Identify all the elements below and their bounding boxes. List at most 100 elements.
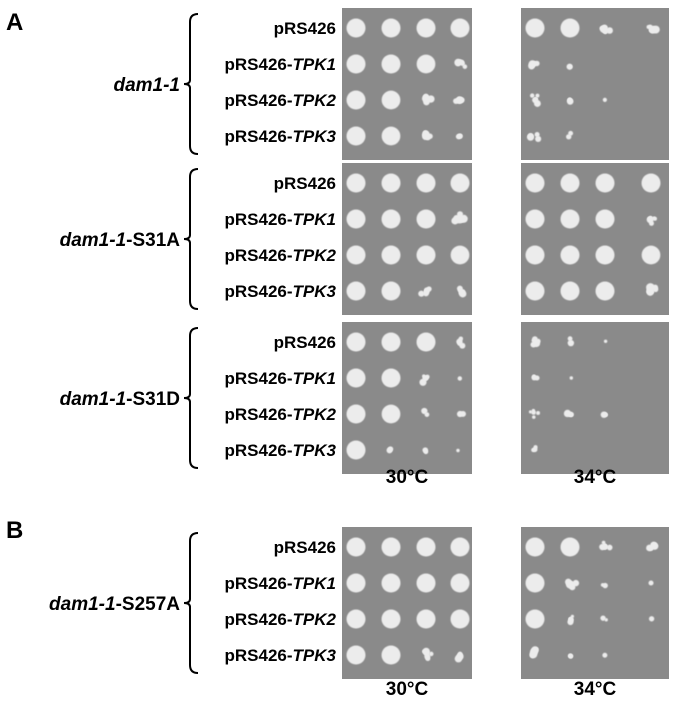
spot-34c-dilution-1: [525, 537, 545, 557]
spot-30c-dilution-4: [456, 285, 467, 298]
spot-34c-dilution-2: [560, 173, 580, 193]
spot-30c-dilution-4: [450, 609, 470, 629]
panel-b: Bdam1-1-S257ApRS426pRS426-TPK1pRS426-TPK…: [6, 517, 669, 700]
spot-34c-dilution-1: [525, 609, 545, 629]
spot-30c-dilution-2: [381, 368, 401, 388]
spot-30c-dilution-4: [454, 651, 464, 663]
spot-34c-dilution-4: [641, 173, 661, 193]
plasmid-prefix: pRS426-: [225, 55, 293, 74]
strain-name-italic: dam1-1: [60, 389, 127, 410]
temperature-label: 34°C: [574, 679, 617, 700]
plasmid-prefix: pRS426-: [225, 405, 293, 424]
spot-34c-dilution-2: [560, 18, 580, 38]
plasmid-label: pRS426-TPK2: [225, 610, 337, 629]
spot-30c-dilution-4: [457, 376, 463, 381]
spot-34c-dilution-4: [646, 283, 659, 296]
plasmid-prefix: pRS426-: [225, 646, 293, 665]
plasmid-label: pRS426-TPK1: [225, 574, 337, 593]
strain-label: dam1-1-S257A: [49, 594, 180, 615]
strain-name-italic: dam1-1: [113, 75, 180, 96]
plasmid-label: pRS426-TPK2: [225, 405, 337, 424]
spot-30c-dilution-4: [450, 573, 470, 593]
spot-30c-dilution-1: [346, 245, 366, 265]
strain-group: dam1-1-S257ApRS426pRS426-TPK1pRS426-TPK2…: [49, 527, 669, 679]
spot-34c-dilution-4: [648, 616, 655, 622]
spot-34c-dilution-3: [595, 281, 615, 301]
spot-30c-dilution-2: [381, 537, 401, 557]
temperature-label: 30°C: [386, 679, 429, 700]
group-bracket: [183, 13, 199, 155]
spot-30c-dilution-2: [381, 126, 401, 146]
spot-34c-dilution-4: [648, 580, 654, 586]
plasmid-gene: TPK1: [293, 574, 336, 593]
plasmid-prefix: pRS426-: [225, 210, 293, 229]
spot-30c-dilution-3: [416, 245, 436, 265]
spot-30c-dilution-2: [381, 573, 401, 593]
spot-34c-dilution-2: [560, 209, 580, 229]
spot-30c-dilution-4: [453, 96, 465, 105]
plasmid-gene: TPK1: [293, 369, 336, 388]
strain-group: dam1-1-S31DpRS426pRS426-TPK1pRS426-TPK2p…: [60, 322, 669, 474]
spot-30c-dilution-1: [346, 537, 366, 557]
spot-34c-dilution-1: [531, 374, 540, 381]
spot-30c-dilution-1: [346, 440, 366, 460]
plasmid-gene: TPK1: [293, 210, 336, 229]
spot-30c-dilution-3: [416, 54, 436, 74]
spot-30c-dilution-3: [419, 374, 430, 386]
spot-30c-dilution-1: [346, 90, 366, 110]
strain-suffix: -S31A: [126, 230, 180, 251]
strain-label: dam1-1-S31A: [60, 230, 181, 251]
plasmid-gene: TPK3: [293, 646, 337, 665]
spot-34c-dilution-4: [641, 245, 661, 265]
plasmid-label: pRS426-TPK2: [225, 246, 337, 265]
strain-suffix: -S257A: [116, 594, 181, 615]
spot-34c-dilution-2: [569, 376, 574, 380]
spot-34c-dilution-1: [531, 445, 538, 453]
spot-30c-dilution-1: [346, 209, 366, 229]
spot-30c-dilution-2: [381, 645, 401, 665]
spot-34c-dilution-4: [646, 541, 659, 552]
spot-30c-dilution-2: [386, 446, 394, 454]
spot-34c-dilution-3: [602, 652, 608, 658]
spot-34c-dilution-2: [560, 281, 580, 301]
plasmid-label: pRS426: [274, 333, 336, 352]
figure-content: Adam1-1pRS426pRS426-TPK1pRS426-TPK2pRS42…: [6, 8, 669, 700]
spot-30c-dilution-1: [346, 54, 366, 74]
group-bracket: [183, 327, 199, 469]
spot-34c-dilution-3: [595, 173, 615, 193]
spot-34c-dilution-2: [566, 97, 574, 105]
plasmid-prefix: pRS426: [274, 19, 336, 38]
temperature-label: 30°C: [386, 467, 429, 488]
spot-30c-dilution-3: [416, 537, 436, 557]
spot-30c-dilution-3: [422, 647, 434, 662]
plasmid-label: pRS426: [274, 19, 336, 38]
spot-34c-dilution-2: [567, 336, 575, 347]
plasmid-prefix: pRS426: [274, 538, 336, 557]
plasmid-gene: TPK3: [293, 282, 337, 301]
spot-34c-dilution-1: [530, 336, 541, 348]
spot-30c-dilution-1: [346, 281, 366, 301]
spot-30c-dilution-3: [422, 447, 429, 455]
plasmid-gene: TPK1: [293, 55, 336, 74]
plasmid-label: pRS426-TPK1: [225, 210, 337, 229]
spot-34c-dilution-2: [566, 130, 574, 140]
plasmid-prefix: pRS426-: [225, 369, 293, 388]
spot-30c-dilution-4: [450, 537, 470, 557]
spot-30c-dilution-4: [455, 133, 463, 140]
spot-30c-dilution-2: [381, 18, 401, 38]
spot-30c-dilution-2: [381, 332, 401, 352]
strain-group: dam1-1-S31A pRS426 pRS426-TPK1 pRS426-TPK2 p…: [60, 163, 669, 315]
spot-30c-dilution-1: [346, 332, 366, 352]
spot-34c-dilution-2: [568, 653, 574, 659]
plasmid-label: pRS426: [274, 174, 336, 193]
plate-34c: [521, 322, 669, 474]
spot-30c-dilution-3: [422, 130, 433, 141]
plasmid-prefix: pRS426-: [225, 91, 293, 110]
spot-30c-dilution-4: [454, 58, 468, 69]
plasmid-prefix: pRS426-: [225, 574, 293, 593]
strain-name-italic: dam1-1: [60, 230, 127, 251]
strain-label: dam1-1: [113, 75, 180, 96]
spot-34c-dilution-1: [529, 646, 539, 659]
plasmid-gene: TPK3: [293, 127, 337, 146]
